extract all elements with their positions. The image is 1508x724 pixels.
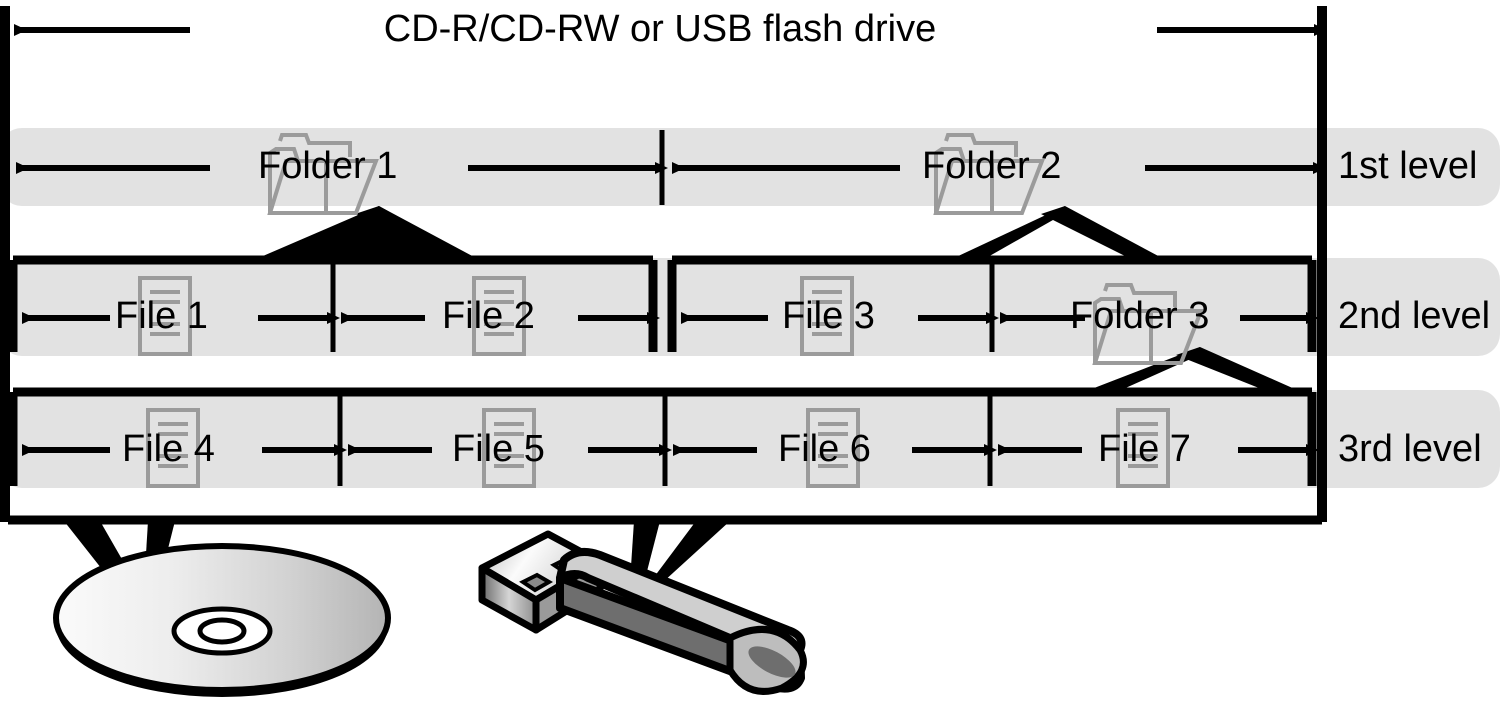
level-label: 3rd level (1338, 428, 1482, 470)
level-bands (0, 128, 1500, 488)
cell-label: File 1 (115, 295, 208, 337)
level-label: 1st level (1338, 145, 1478, 187)
level-2-structure (8, 255, 1319, 352)
cell-label: File 7 (1098, 428, 1191, 470)
cell-label: File 2 (442, 295, 535, 337)
cell-label: File 4 (122, 428, 215, 470)
cell-label: File 3 (782, 295, 875, 337)
hierarchy-connectors (256, 206, 1297, 390)
cell-label: File 6 (778, 428, 871, 470)
level-1-structure (15, 130, 1326, 205)
level-3-structure (8, 387, 1319, 486)
cell-label: Folder 2 (922, 145, 1062, 187)
cd-disc-illustration (53, 543, 391, 697)
page-title: CD-R/CD-RW or USB flash drive (383, 8, 937, 50)
cell-label: Folder 3 (1070, 295, 1210, 337)
level-label: 2nd level (1338, 295, 1491, 337)
outer-frame (0, 6, 1327, 525)
cell-label: Folder 1 (258, 145, 398, 187)
cell-label: File 5 (452, 428, 545, 470)
usb-flash-drive-illustration (478, 530, 807, 695)
